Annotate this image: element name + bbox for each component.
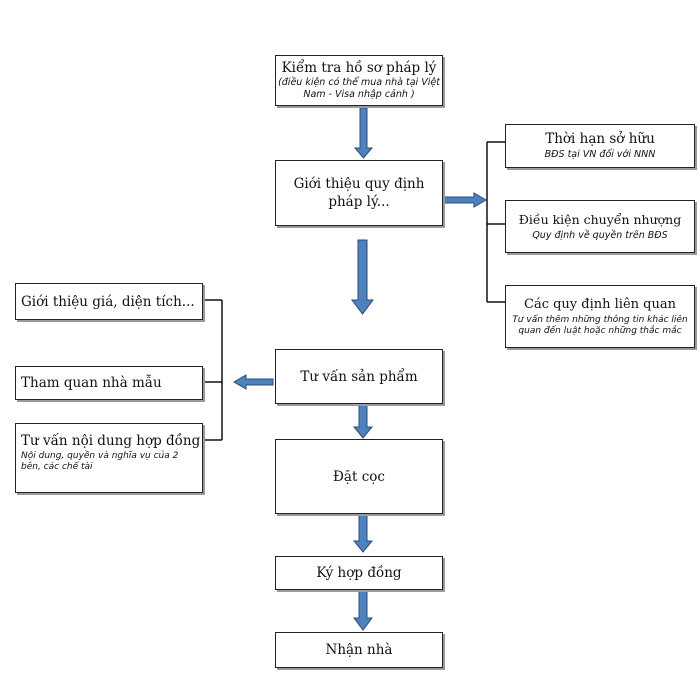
arrow-deposit-to-sign xyxy=(352,514,374,553)
model-house-box: Tham quan nhà mẫu xyxy=(15,366,203,400)
legal-branch-bracket xyxy=(486,141,505,303)
contract-content-title: Tư vấn nội dung hợp đồng xyxy=(21,433,201,449)
contract-content-note: Nội dung, quyền và nghĩa vụ của 2 bên, c… xyxy=(21,451,179,472)
price-area-title: Giới thiệu giá, diện tích... xyxy=(21,293,195,310)
ownership-term-title: Thời hạn sở hữu xyxy=(545,131,655,147)
arrow-product-to-product-branch xyxy=(233,374,274,390)
deposit-box: Đặt cọc xyxy=(275,439,443,514)
sign-contract-title: Ký hợp đồng xyxy=(316,565,402,581)
deposit-title: Đặt cọc xyxy=(333,468,385,485)
legal-intro-title: Giới thiệu quy định pháp lý... xyxy=(293,176,425,210)
legal-check-box: Kiểm tra hồ sơ pháp lý (điều kiện có thể… xyxy=(275,55,443,106)
ownership-term-note: BĐS tại VN đối với NNN xyxy=(544,149,656,160)
sign-contract-box: Ký hợp đồng xyxy=(275,556,443,590)
related-regulations-note: Tư vấn thêm những thông tin khác liên qu… xyxy=(512,314,688,336)
transfer-condition-box: Điều kiện chuyển nhượng Quy định về quyề… xyxy=(505,200,695,253)
transfer-condition-title: Điều kiện chuyển nhượng xyxy=(518,211,682,227)
price-area-box: Giới thiệu giá, diện tích... xyxy=(15,283,203,320)
arrow-legal-check-to-intro xyxy=(353,107,374,159)
legal-intro-box: Giới thiệu quy định pháp lý... xyxy=(275,160,443,226)
arrow-product-to-deposit xyxy=(352,404,374,439)
related-regulations-box: Các quy định liên quan Tư vấn thêm những… xyxy=(505,285,695,348)
legal-check-title: Kiểm tra hồ sơ pháp lý xyxy=(281,60,437,76)
product-consult-box: Tư vấn sản phẩm xyxy=(275,349,443,404)
product-branch-bracket xyxy=(204,299,223,441)
product-consult-title: Tư vấn sản phẩm xyxy=(300,368,418,385)
arrow-sign-to-receive xyxy=(353,590,373,631)
receive-house-box: Nhận nhà xyxy=(275,632,443,668)
ownership-term-box: Thời hạn sở hữu BĐS tại VN đối với NNN xyxy=(505,124,695,168)
arrow-intro-to-legal-branch xyxy=(441,192,487,208)
receive-house-title: Nhận nhà xyxy=(325,642,393,658)
related-regulations-title: Các quy định liên quan xyxy=(524,296,676,312)
transfer-condition-note: Quy định về quyền trên BĐS xyxy=(532,229,668,241)
model-house-title: Tham quan nhà mẫu xyxy=(21,375,162,391)
legal-check-note: (điều kiện có thể mua nhà tại Việt Nam -… xyxy=(278,77,440,100)
contract-content-box: Tư vấn nội dung hợp đồng Nội dung, quyền… xyxy=(15,423,203,493)
arrow-intro-to-product xyxy=(351,239,374,315)
